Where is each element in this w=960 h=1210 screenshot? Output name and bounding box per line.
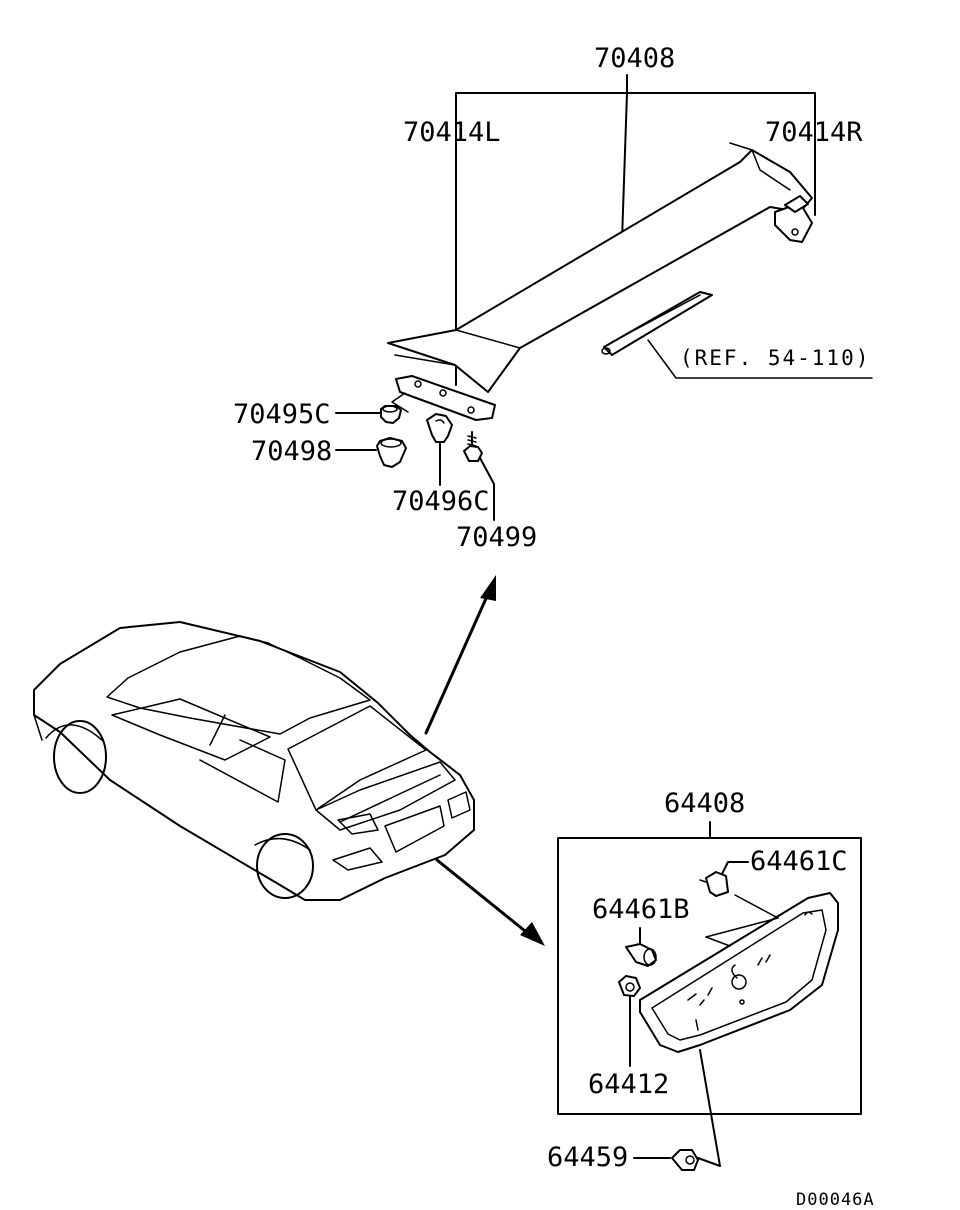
leader-70499: [479, 457, 495, 521]
car-illustration: [33, 621, 475, 901]
label-70408[interactable]: 70408: [594, 43, 675, 74]
spoiler-left-bracket: [395, 375, 496, 421]
leader-70408: [455, 74, 816, 386]
diagram-code: D00046A: [796, 1190, 875, 1210]
leader-64461c: [721, 861, 749, 875]
label-64459[interactable]: 64459: [547, 1142, 628, 1173]
label-64412[interactable]: 64412: [588, 1069, 669, 1100]
license-garnish[interactable]: [639, 892, 839, 1053]
label-64461b[interactable]: 64461B: [592, 894, 690, 925]
label-70414r[interactable]: 70414R: [765, 117, 863, 148]
label-64461c[interactable]: 64461C: [750, 846, 848, 877]
grommet-70498[interactable]: [376, 437, 407, 468]
label-64408[interactable]: 64408: [664, 788, 745, 819]
label-70414l[interactable]: 70414L: [403, 117, 501, 148]
label-70495c[interactable]: 70495C: [233, 399, 331, 430]
stop-lamp-strip: [601, 291, 713, 356]
spoiler-right-bracket: [774, 195, 813, 243]
garnish-assy-frame: [557, 837, 862, 1115]
label-70498[interactable]: 70498: [251, 436, 332, 467]
clip-position-mark: [391, 392, 409, 413]
label-ref-54-110[interactable]: (REF. 54-110): [680, 346, 870, 370]
clip-70496c[interactable]: [426, 413, 453, 443]
label-70499[interactable]: 70499: [456, 522, 537, 553]
clip-64461b[interactable]: [625, 943, 657, 967]
clip-70495c[interactable]: [380, 405, 402, 424]
label-70496c[interactable]: 70496C: [392, 486, 490, 517]
leader-64459-to-garnish: [697, 1049, 721, 1167]
screw-70499[interactable]: [463, 431, 483, 462]
clip-64461c[interactable]: [699, 871, 729, 897]
arrow-to-spoiler: [424, 575, 496, 735]
screw-64459[interactable]: [671, 1149, 699, 1171]
arrow-to-garnish: [435, 858, 545, 946]
leader-ref: [647, 339, 873, 379]
nut-64412[interactable]: [618, 975, 641, 997]
